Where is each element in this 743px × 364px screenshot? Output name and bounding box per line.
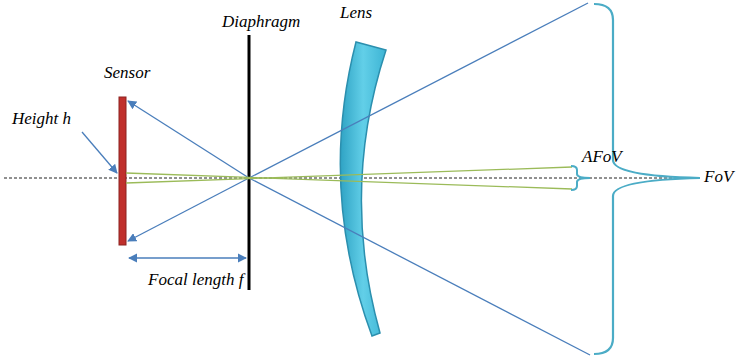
height-label: Height h: [12, 110, 71, 129]
focal-length-label: Focal length f: [148, 271, 243, 290]
field-ray: [128, 178, 249, 241]
focal-length-dimension: [129, 257, 246, 258]
fov-brace: [594, 4, 700, 354]
sensor-bar: [119, 97, 126, 245]
afov-brace: [571, 166, 590, 190]
diaphragm-plate: [248, 35, 251, 290]
afov-label: AFoV: [582, 148, 622, 167]
field-ray: [249, 178, 590, 355]
height-leader: [82, 132, 117, 173]
lens-label: Lens: [340, 4, 372, 23]
sensor-label: Sensor: [104, 64, 150, 83]
lens-shape: [340, 42, 386, 336]
angular-ray: [126, 167, 572, 183]
diaphragm-label: Diaphragm: [222, 13, 300, 32]
fov-label: FoV: [704, 168, 733, 187]
field-ray: [128, 101, 249, 178]
